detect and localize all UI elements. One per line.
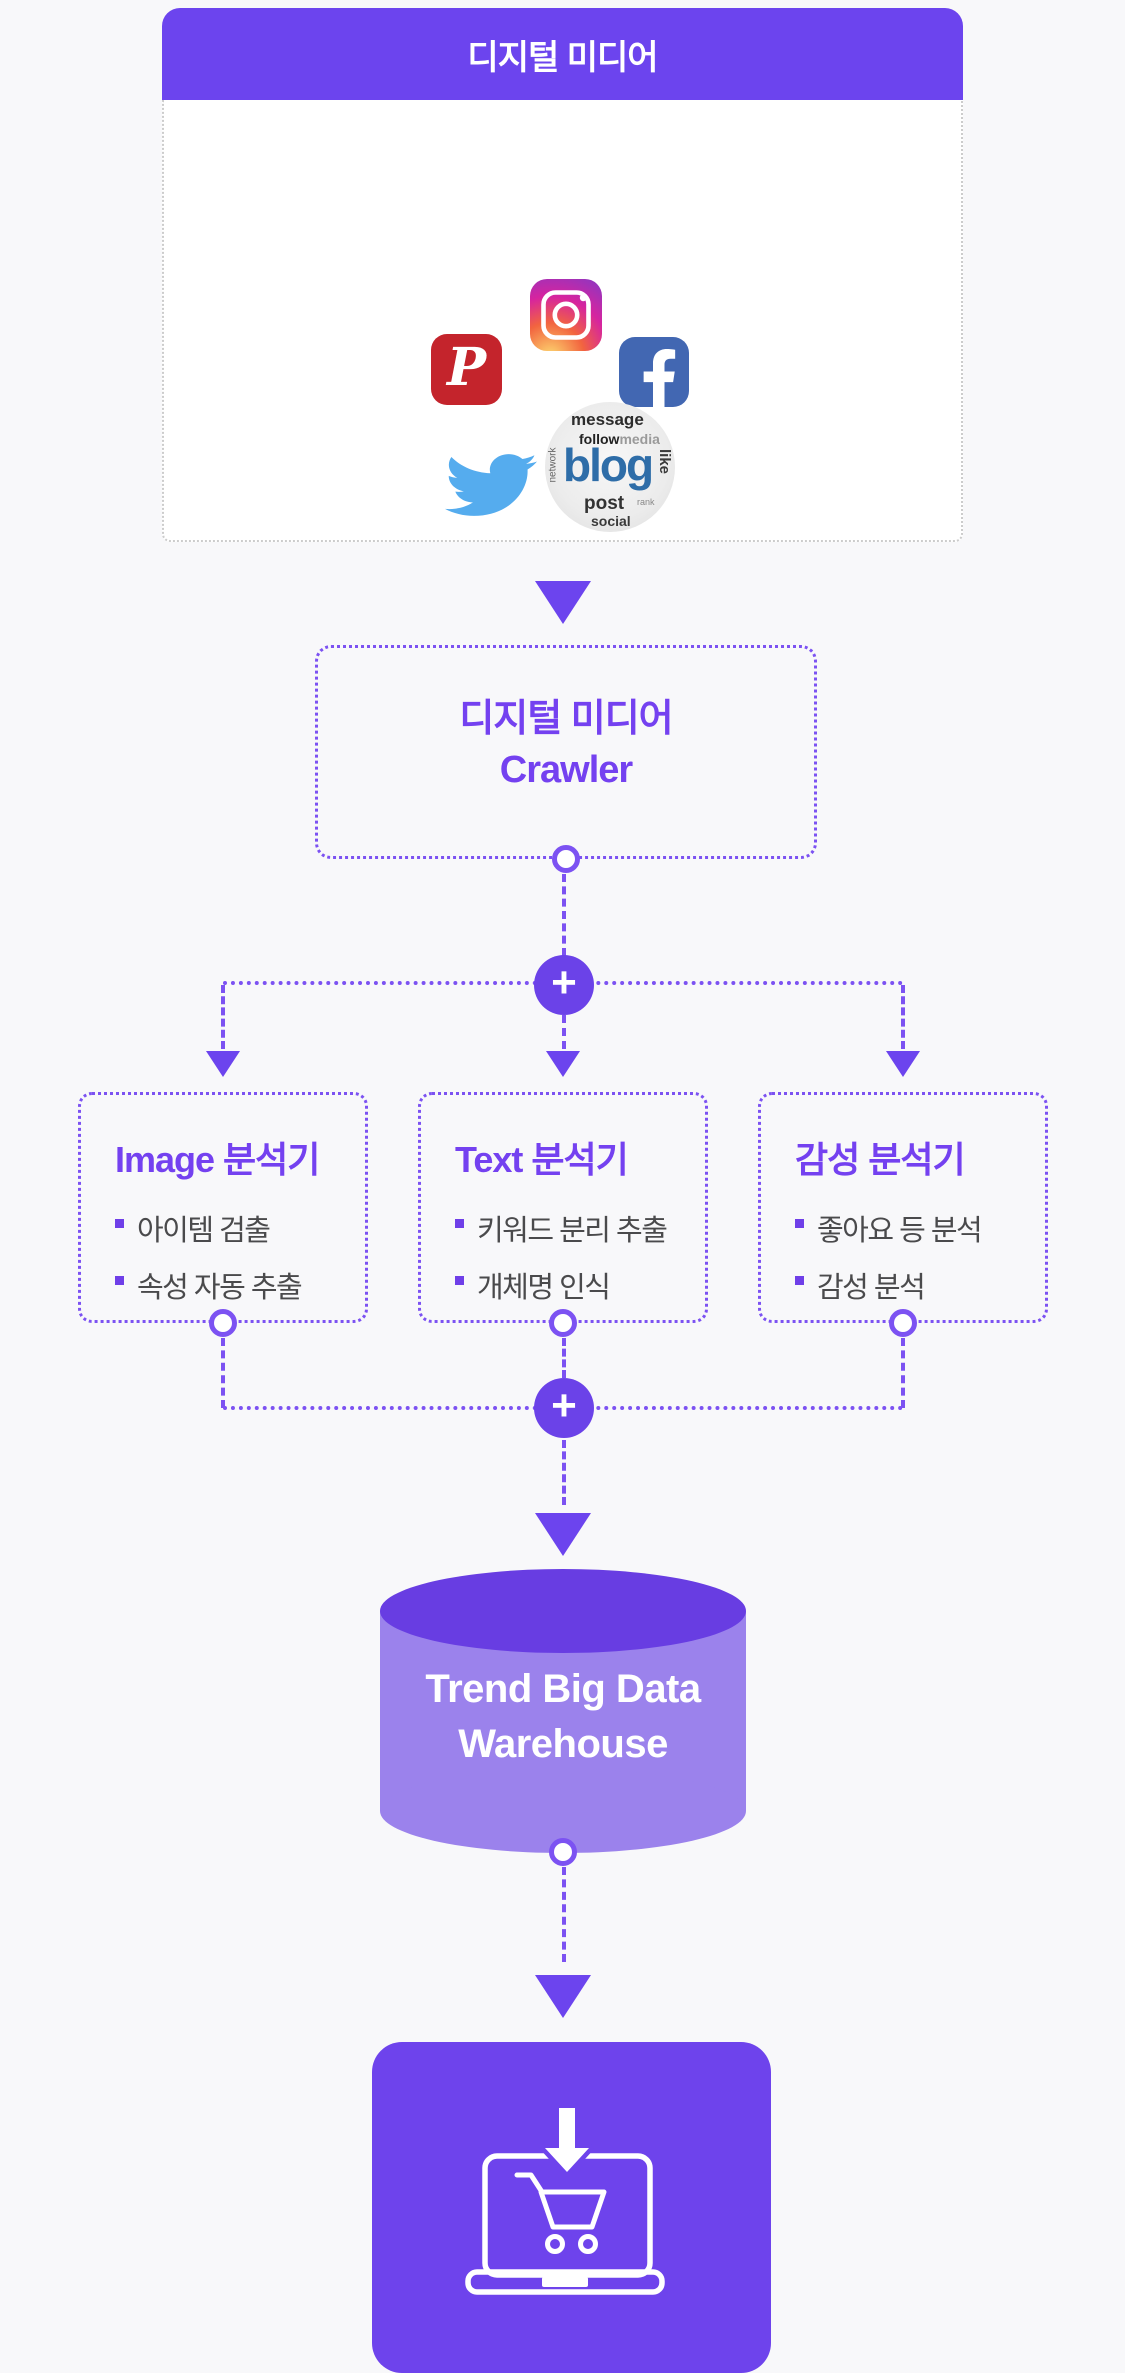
junction-plus-node: + <box>534 1378 594 1438</box>
bullet-item: 키워드 분리 추출 <box>455 1207 685 1249</box>
blog-cloud-word-main: blog <box>563 439 654 491</box>
bullet-marker <box>455 1276 464 1285</box>
warehouse-label-line1: Trend Big Data <box>425 1667 701 1711</box>
blog-cloud-icon: message followmedia network blog like po… <box>545 402 675 532</box>
twitter-icon <box>445 454 537 516</box>
warehouse-label-line2: Warehouse <box>458 1722 668 1767</box>
plus-icon: + <box>551 1381 577 1430</box>
analyzer-box-sentiment: 감성 분석기 좋아요 등 분석 감성 분석 <box>758 1092 1048 1323</box>
bullet-item: 아이템 검출 <box>115 1207 345 1249</box>
blog-cloud-word: social <box>591 513 631 529</box>
warehouse-label: Trend Big Data Warehouse <box>380 1662 746 1772</box>
connector-line <box>562 1338 566 1378</box>
bullet-list: 좋아요 등 분석 감성 분석 <box>795 1207 1025 1306</box>
bullet-item: 개체명 인식 <box>455 1264 685 1306</box>
crawler-label-line1: 디지털 미디어 <box>459 697 673 740</box>
source-panel-title: 디지털 미디어 <box>467 38 658 77</box>
connector-dot <box>889 1309 917 1337</box>
pinterest-glyph: P <box>446 336 487 398</box>
connector-line <box>562 1867 566 1962</box>
analyzer-title: Text 분석기 <box>455 1139 629 1180</box>
source-panel-header: 디지털 미디어 <box>162 8 963 100</box>
bullet-list: 아이템 검출 속성 자동 추출 <box>115 1207 345 1306</box>
junction-plus-node: + <box>534 955 594 1015</box>
crawler-label-line2: Crawler <box>499 749 633 791</box>
connector-dot <box>209 1309 237 1337</box>
output-box <box>372 2042 771 2373</box>
connector-line <box>562 1440 566 1505</box>
blog-cloud-word: message <box>571 410 644 429</box>
connector-dot <box>549 1838 577 1866</box>
crawler-box: 디지털 미디어 Crawler <box>315 645 817 859</box>
analyzer-title: 감성 분석기 <box>795 1139 966 1180</box>
arrow-down-icon <box>535 1513 591 1556</box>
blog-cloud-word: followmedia <box>579 431 660 447</box>
connector-line <box>901 1338 905 1408</box>
arrow-down-icon <box>535 581 591 624</box>
connector-line <box>221 985 225 1049</box>
bullet-marker <box>795 1276 804 1285</box>
laptop-cart-download-icon <box>465 2103 665 2295</box>
arrowhead-down-icon <box>206 1051 240 1077</box>
connector-dot <box>549 1309 577 1337</box>
source-panel-body: P message <box>162 100 963 542</box>
bullet-marker <box>795 1219 804 1228</box>
warehouse-cylinder-top <box>380 1569 746 1653</box>
bullet-list: 키워드 분리 추출 개체명 인식 <box>455 1207 685 1306</box>
blog-cloud-word: like <box>655 448 673 475</box>
connector-line <box>221 1338 225 1408</box>
blog-cloud-word: rank <box>637 497 655 507</box>
analyzer-box-image: Image 분석기 아이템 검출 속성 자동 추출 <box>78 1092 368 1323</box>
bullet-item: 속성 자동 추출 <box>115 1264 345 1306</box>
blog-cloud-word: network <box>547 447 559 483</box>
analyzer-box-text: Text 분석기 키워드 분리 추출 개체명 인식 <box>418 1092 708 1323</box>
arrowhead-down-icon <box>546 1051 580 1077</box>
bullet-item: 좋아요 등 분석 <box>795 1207 1025 1249</box>
plus-icon: + <box>551 958 577 1007</box>
bullet-item: 감성 분석 <box>795 1264 1025 1306</box>
source-panel: 디지털 미디어 P <box>162 8 963 542</box>
bullet-marker <box>115 1276 124 1285</box>
blog-cloud-word: post <box>584 493 625 514</box>
bullet-marker <box>115 1219 124 1228</box>
arrow-down-icon <box>535 1975 591 2018</box>
connector-line <box>562 874 566 956</box>
arrowhead-down-icon <box>886 1051 920 1077</box>
connector-line <box>901 985 905 1049</box>
facebook-icon <box>619 337 689 407</box>
bullet-marker <box>455 1219 464 1228</box>
connector-line <box>562 1015 566 1049</box>
pinterest-icon: P <box>431 334 502 405</box>
connector-dot <box>552 845 580 873</box>
analyzer-title: Image 분석기 <box>115 1139 320 1180</box>
instagram-icon <box>530 279 602 351</box>
